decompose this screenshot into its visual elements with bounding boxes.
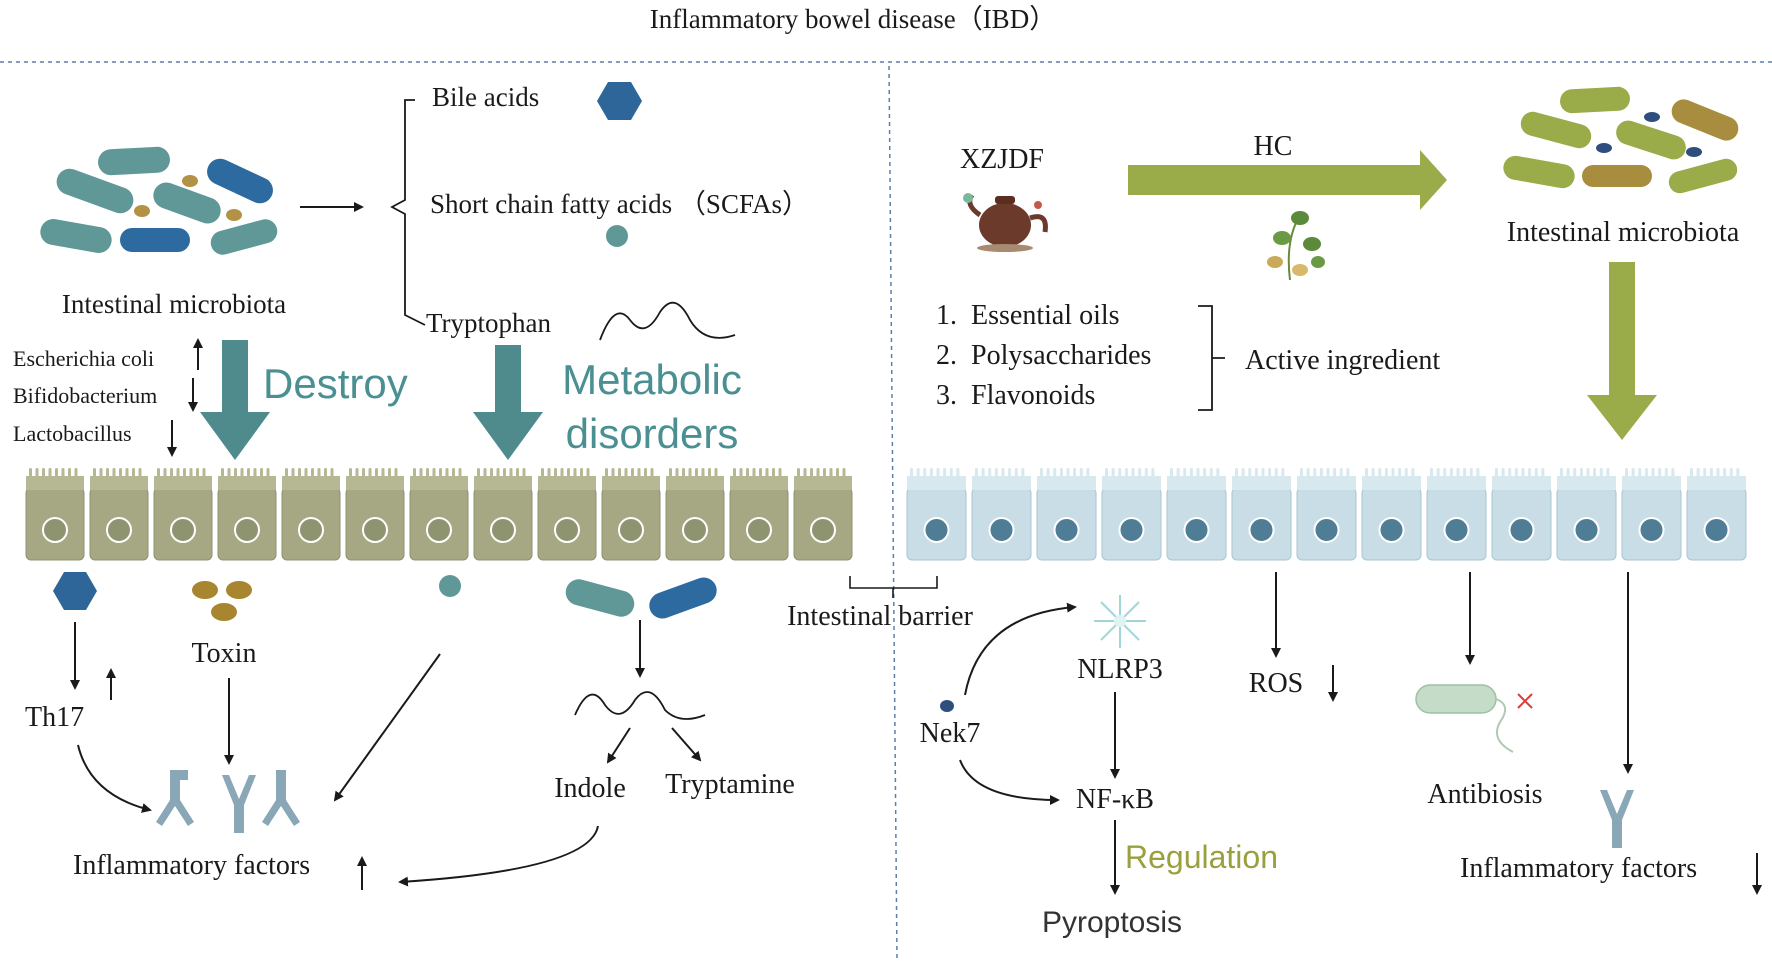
bacterium-icon <box>1415 684 1514 753</box>
bacteria-ecoli: Escherichia coli <box>13 346 154 371</box>
barrier-label: Intestinal barrier <box>787 601 973 632</box>
hc-arrow <box>1128 150 1447 210</box>
ingredients-brace <box>1198 305 1225 411</box>
barrier-bracket <box>849 576 938 598</box>
indole-label: Indole <box>554 773 626 804</box>
ros-label: ROS <box>1249 668 1303 699</box>
scfa-leak-dot <box>439 575 461 597</box>
epithelial-cell <box>537 468 597 561</box>
epithelial-cell <box>793 468 853 561</box>
epithelial-cell <box>1296 468 1357 561</box>
to-indole-arrow <box>606 727 631 764</box>
scfa-label: Short chain fatty acids （SCFAs） <box>430 189 809 219</box>
nlrp3-icon <box>1094 595 1146 648</box>
epithelial-cell <box>1686 468 1747 561</box>
nek7-to-nlrp3-arrow <box>964 602 1077 696</box>
nlrp3-label: NLRP3 <box>1077 654 1163 685</box>
epithelial-cell <box>89 468 149 561</box>
epithelial-cell <box>217 468 277 561</box>
epithelial-cell <box>906 468 967 561</box>
left-bacteria-cluster <box>40 146 278 255</box>
right-bacteria-cluster <box>1503 86 1739 194</box>
bile-acid-hexagon <box>597 82 642 120</box>
metabolic-arrow <box>473 345 543 460</box>
regulation-label: Regulation <box>1125 839 1278 875</box>
epithelial-cell <box>1361 468 1422 561</box>
scfa-to-inflammatory-arrow <box>333 653 441 802</box>
right-microbiota-label: Intestinal microbiota <box>1507 217 1740 248</box>
active-ingredient-label: Active ingredient <box>1245 345 1440 376</box>
bile-acid-leak-hexagon <box>53 572 97 610</box>
tryptophan-wave-2 <box>574 691 706 720</box>
destroy-label: Destroy <box>263 360 408 407</box>
bile-acids-label: Bile acids <box>432 82 539 112</box>
hc-label: HC <box>1254 131 1293 162</box>
bacteria-bifido: Bifidobacterium <box>13 383 157 408</box>
teapot-icon <box>963 193 1048 252</box>
toxin-particles <box>192 581 252 621</box>
epithelial-cell <box>971 468 1032 561</box>
left-inflammatory-label: Inflammatory factors <box>73 850 310 881</box>
pyroptosis-label: Pyroptosis <box>1042 906 1182 939</box>
scfa-dot <box>606 225 628 247</box>
nek7-dot <box>940 700 954 712</box>
tryptophan-label: Tryptophan <box>426 308 552 338</box>
microbiota-down-arrow <box>1587 262 1657 440</box>
antibiosis-label: Antibiosis <box>1427 779 1542 810</box>
metabolic-label-2: disorders <box>566 410 739 457</box>
epithelial-cell <box>1621 468 1682 561</box>
metabolic-label-1: Metabolic <box>562 356 742 403</box>
center-divider <box>888 65 898 961</box>
metabolites-brace <box>390 99 426 326</box>
epithelial-cell <box>1556 468 1617 561</box>
ingredient-2: 2. Polysaccharides <box>936 340 1151 371</box>
nek7-label: Nek7 <box>920 718 981 749</box>
ingredient-1: 1. Essential oils <box>936 300 1120 331</box>
epithelial-cell <box>665 468 725 561</box>
th17-label: Th17 <box>25 702 84 733</box>
epithelial-cell <box>601 468 661 561</box>
epithelial-cell <box>1426 468 1487 561</box>
barrier-bacteria-pair <box>565 577 717 619</box>
right-epithelium <box>906 468 1747 561</box>
herb-icon <box>1267 211 1325 281</box>
indole-to-inflammatory-arrow <box>398 825 599 887</box>
epithelial-cell <box>1491 468 1552 561</box>
epithelial-cell <box>473 468 533 561</box>
th17-to-inflammatory-arrow <box>77 744 152 813</box>
epithelial-cell <box>345 468 405 561</box>
tryptophan-wave <box>599 301 736 341</box>
epithelial-cell <box>25 468 85 561</box>
destroy-arrow <box>200 340 270 460</box>
to-tryptamine-arrow <box>671 727 702 762</box>
epithelial-cell <box>1166 468 1227 561</box>
left-microbiota-label: Intestinal microbiota <box>62 289 286 319</box>
xzjdf-label: XZJDF <box>960 144 1044 175</box>
bacteria-lacto: Lactobacillus <box>13 421 132 446</box>
antibody-icon-right <box>1600 790 1634 848</box>
ingredient-3: 3. Flavonoids <box>936 380 1095 411</box>
antibody-icons-left <box>156 770 300 833</box>
diagram-title: Inflammatory bowel disease（IBD） <box>650 4 1056 34</box>
cross-icon <box>1517 693 1533 709</box>
epithelial-cell <box>1231 468 1292 561</box>
nek7-to-nfkb-arrow <box>959 759 1060 805</box>
nfkb-label: NF-κB <box>1076 784 1154 815</box>
epithelial-cell <box>153 468 213 561</box>
tryptamine-label: Tryptamine <box>665 769 795 800</box>
epithelial-cell <box>1036 468 1097 561</box>
toxin-label: Toxin <box>192 638 257 669</box>
epithelial-cell <box>1101 468 1162 561</box>
epithelial-cell <box>409 468 469 561</box>
epithelial-cell <box>281 468 341 561</box>
left-epithelium <box>25 468 853 561</box>
right-inflammatory-label: Inflammatory factors <box>1460 853 1697 884</box>
epithelial-cell <box>729 468 789 561</box>
